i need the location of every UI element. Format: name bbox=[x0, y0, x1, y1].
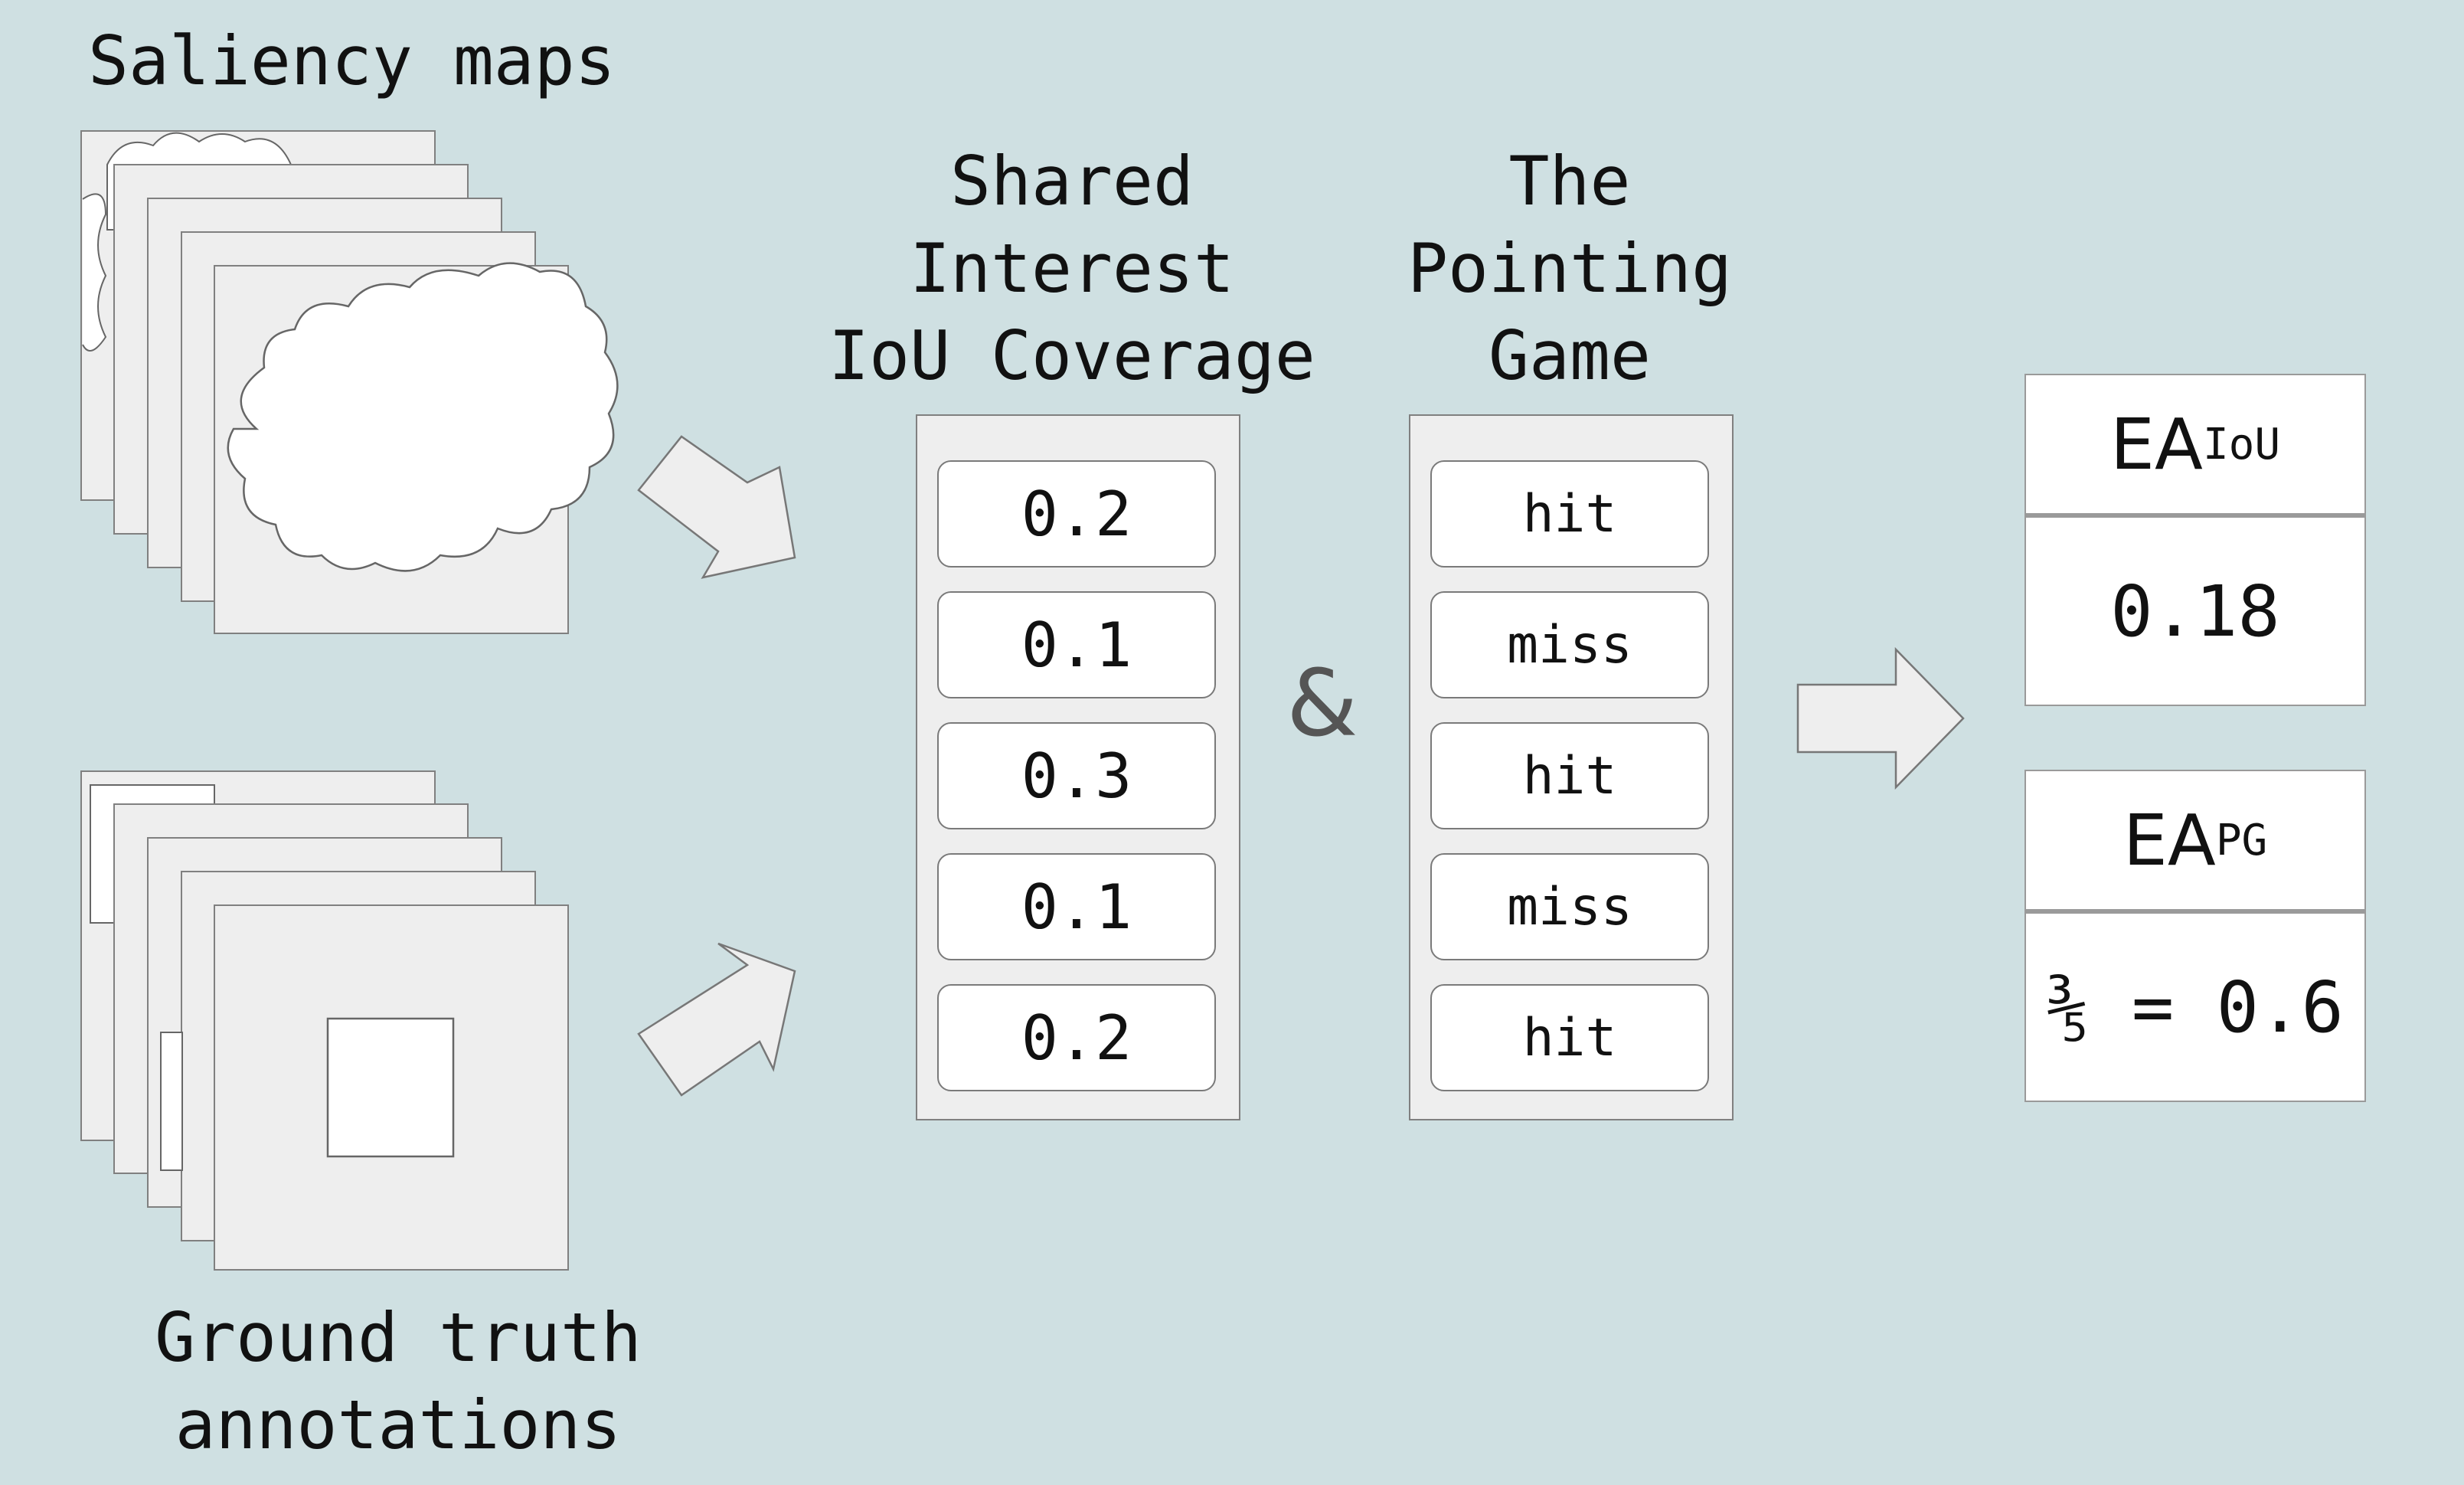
ground-truth-label: Ground truth annotations bbox=[130, 1294, 666, 1469]
arrow-to-results bbox=[1796, 646, 1965, 790]
pg-value-cell: miss bbox=[1430, 591, 1709, 698]
shared-interest-title-line: IoU Coverage bbox=[828, 316, 1315, 395]
ea-pg-label: EA bbox=[2123, 799, 2216, 882]
saliency-maps-label: Saliency maps bbox=[88, 21, 616, 100]
shared-interest-title-line: Interest bbox=[910, 229, 1234, 308]
ground-truth-box bbox=[326, 1017, 455, 1158]
iou-value-cell: 0.3 bbox=[937, 722, 1216, 829]
shared-interest-title: Shared Interest IoU Coverage bbox=[766, 138, 1378, 400]
arrow-saliency-to-panel bbox=[637, 435, 796, 579]
shared-interest-title-line: Shared bbox=[950, 142, 1194, 221]
iou-value-cell: 0.2 bbox=[937, 984, 1216, 1091]
iou-value-cell: 0.1 bbox=[937, 591, 1216, 698]
pg-value-cell: hit bbox=[1430, 984, 1709, 1091]
saliency-blob bbox=[227, 262, 619, 572]
pointing-game-title-line: Game bbox=[1489, 316, 1651, 395]
ea-iou-subscript: IoU bbox=[2202, 419, 2281, 469]
ground-truth-card-front bbox=[214, 904, 569, 1271]
saliency-map-stack bbox=[80, 130, 619, 634]
ea-pg-subscript: PG bbox=[2215, 815, 2268, 865]
pg-value-cell: hit bbox=[1430, 460, 1709, 568]
pointing-game-panel: hit miss hit miss hit bbox=[1409, 414, 1734, 1120]
ea-iou-value: 0.18 bbox=[2110, 570, 2280, 653]
shared-interest-panel: 0.2 0.1 0.3 0.1 0.2 bbox=[916, 414, 1240, 1120]
ea-pg-value: ⅗ = 0.6 bbox=[2047, 966, 2344, 1048]
pointing-game-title: The Pointing Game bbox=[1332, 138, 1807, 400]
ea-iou-label: EA bbox=[2109, 403, 2203, 486]
iou-value-cell: 0.1 bbox=[937, 853, 1216, 960]
iou-value-cell: 0.2 bbox=[937, 460, 1216, 568]
ground-truth-label-line2: annotations bbox=[175, 1385, 622, 1464]
pg-value-cell: hit bbox=[1430, 722, 1709, 829]
ground-truth-stack bbox=[80, 770, 569, 1271]
ampersand-symbol: & bbox=[1286, 651, 1358, 757]
ground-truth-label-line1: Ground truth bbox=[155, 1298, 642, 1377]
pointing-game-title-line: Pointing bbox=[1407, 229, 1732, 308]
saliency-map-card-front bbox=[214, 262, 619, 634]
pointing-game-title-line: The bbox=[1508, 142, 1631, 221]
pg-value-cell: miss bbox=[1430, 853, 1709, 960]
arrow-ground-truth-to-panel bbox=[637, 942, 796, 1097]
